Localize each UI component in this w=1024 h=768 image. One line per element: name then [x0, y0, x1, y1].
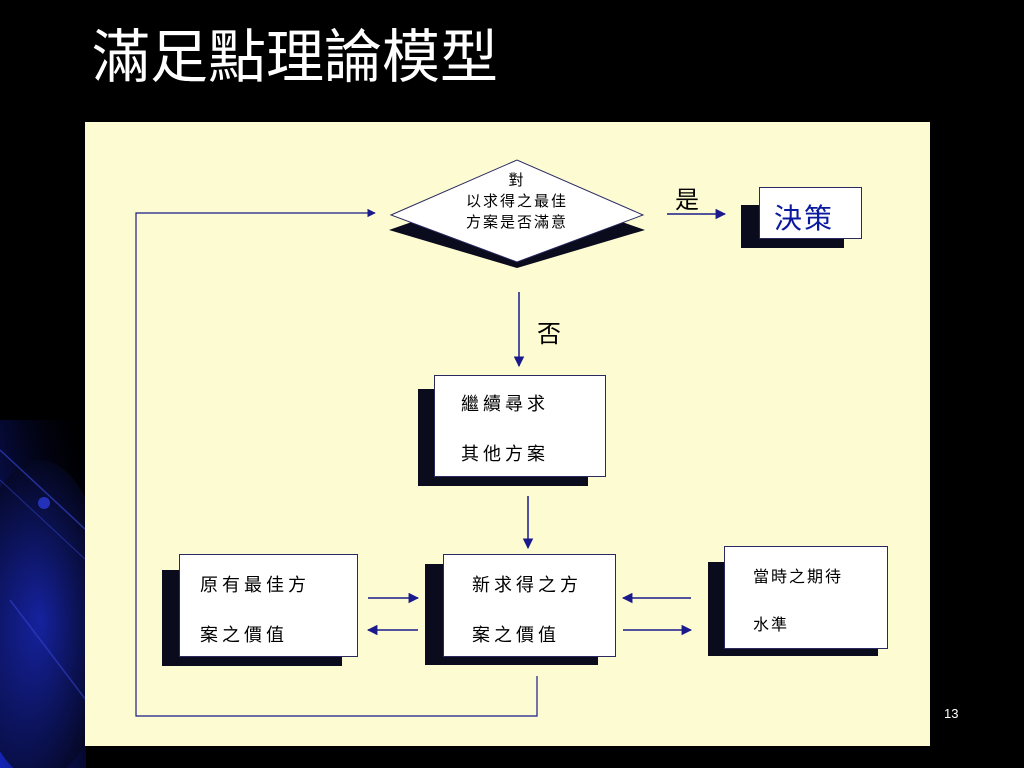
search-line-2: 其他方案 — [461, 444, 549, 465]
decision-line-1: 對 — [508, 171, 526, 189]
decision-line-2: 以求得之最佳 — [465, 192, 568, 210]
no-label: 否 — [537, 320, 561, 348]
page-number: 13 — [944, 706, 959, 721]
expectation-line-2: 水準 — [753, 615, 790, 634]
new-option-value-box: 新求得之方 案之價值 — [443, 554, 616, 657]
original-line-2: 案之價值 — [200, 625, 288, 646]
search-line-1: 繼續尋求 — [461, 394, 549, 415]
continue-search-box: 繼續尋求 其他方案 — [434, 375, 606, 477]
slide-title: 滿足點理論模型 — [92, 23, 499, 91]
flow-connectors — [135, 159, 727, 717]
decision-question: 對 以求得之最佳 方案是否滿意 — [417, 170, 617, 233]
expectation-line-1: 當時之期待 — [753, 567, 844, 586]
expectation-level-box: 當時之期待 水準 — [724, 546, 888, 649]
new-line-1: 新求得之方 — [472, 575, 582, 596]
decision-result-box: 決策 — [759, 187, 862, 239]
diagram-panel: 對 以求得之最佳 方案是否滿意 是 否 決策 繼續尋求 其他方案 原有最佳方 案… — [85, 122, 930, 746]
original-line-1: 原有最佳方 — [200, 575, 310, 596]
feedback-loop-line — [135, 208, 538, 717]
original-best-value-box: 原有最佳方 案之價值 — [179, 554, 358, 657]
decision-diamond — [389, 159, 645, 263]
new-line-2: 案之價值 — [472, 625, 560, 646]
decision-line-3: 方案是否滿意 — [465, 213, 568, 231]
decision-result-label: 決策 — [774, 202, 835, 235]
yes-label: 是 — [675, 186, 699, 214]
